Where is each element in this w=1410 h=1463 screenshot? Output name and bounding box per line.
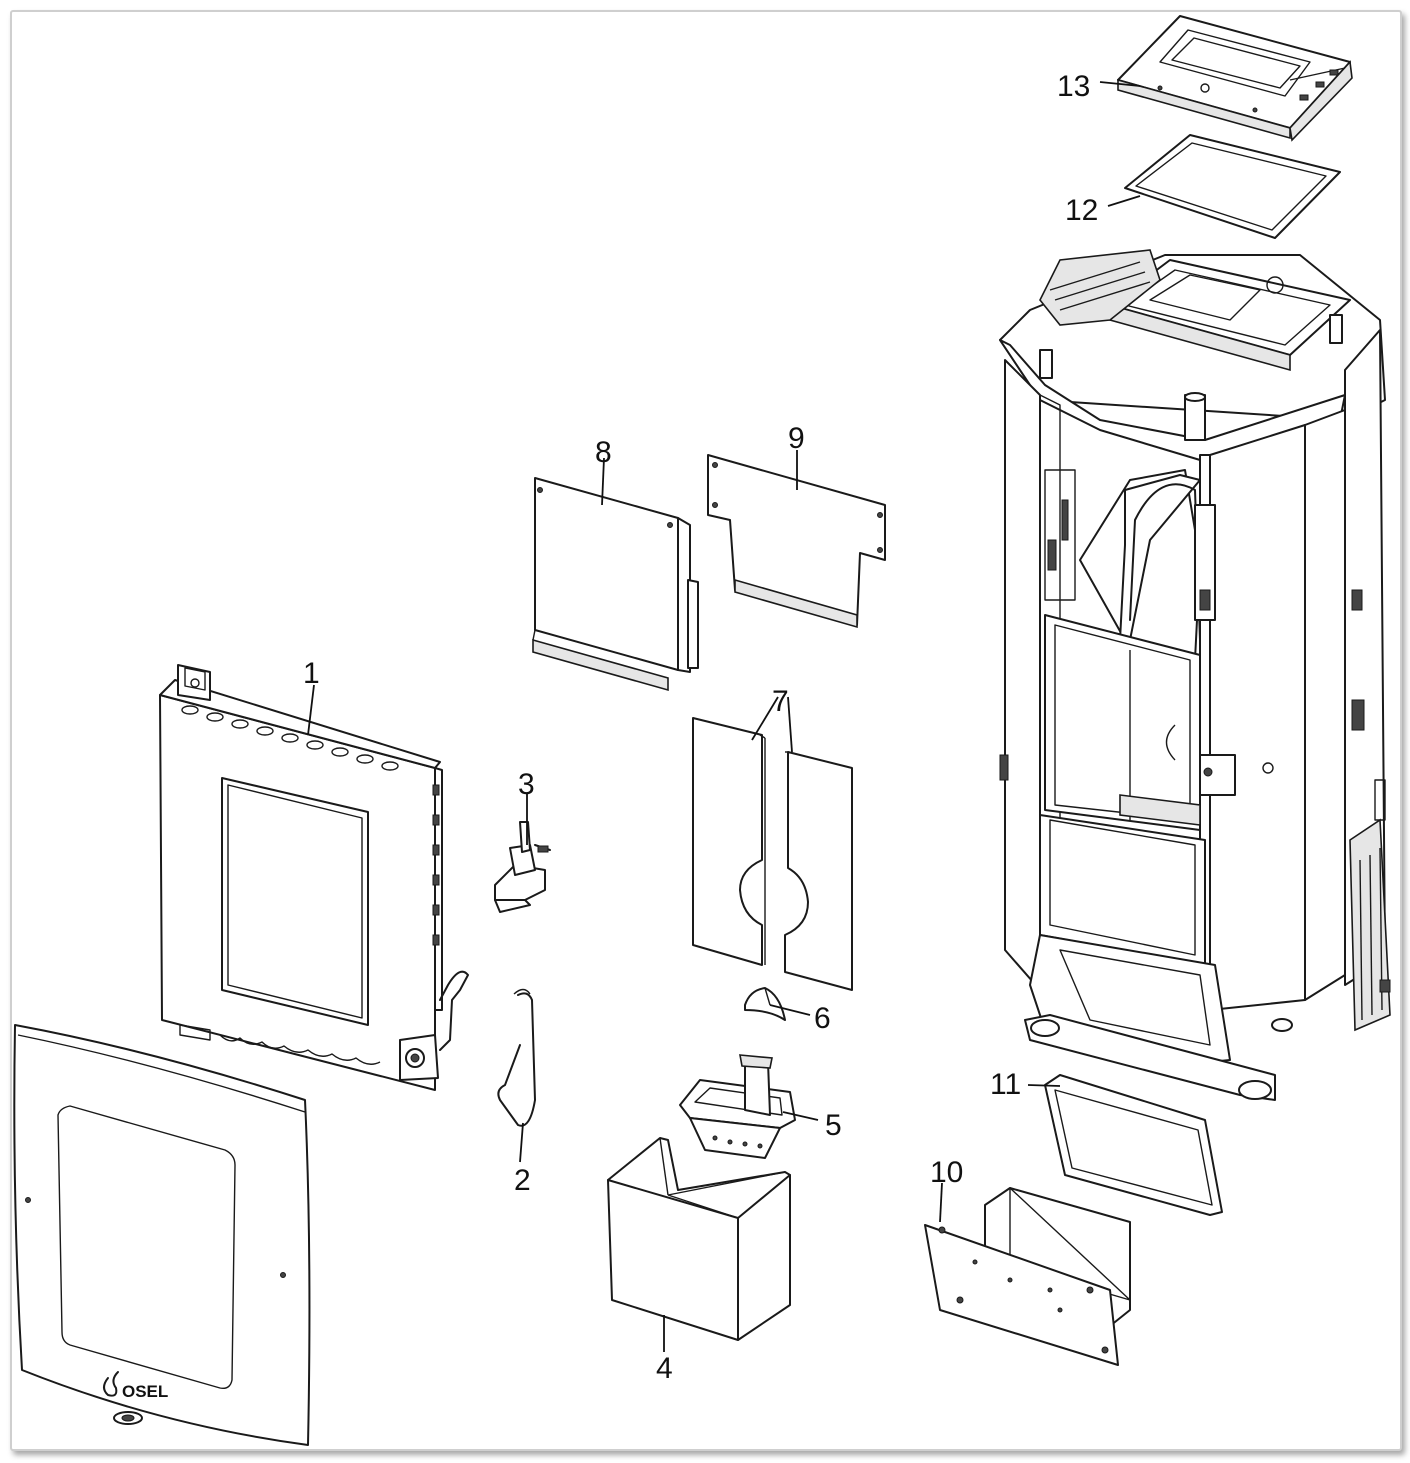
part-7-firebox-liners: [692, 717, 853, 991]
brand-logo: OSEL: [103, 1371, 168, 1401]
label-part-8: 8: [595, 436, 612, 469]
part-13-top-cover: [1117, 15, 1353, 142]
label-part-13: 13: [1057, 70, 1090, 103]
part-8-side-panel: [532, 477, 699, 692]
label-part-7: 7: [772, 685, 789, 718]
part-10-ash-drawer: [924, 1187, 1131, 1366]
brand-logo-text: OSEL: [122, 1382, 168, 1401]
part-9-rear-panel: [707, 454, 886, 629]
outer-front-door: OSEL: [13, 1024, 311, 1446]
label-part-6: 6: [814, 1002, 831, 1035]
part-1-door-frame: [159, 664, 469, 1091]
label-part-9: 9: [788, 422, 805, 455]
label-part-2: 2: [514, 1164, 531, 1197]
label-part-4: 4: [656, 1352, 673, 1385]
label-part-5: 5: [825, 1109, 842, 1142]
label-part-12: 12: [1065, 194, 1098, 227]
label-part-10: 10: [930, 1156, 963, 1189]
label-part-1: 1: [303, 657, 320, 690]
leader-lines: [307, 81, 1141, 1352]
part-2-hook-rod: [497, 988, 536, 1127]
stove-body-frame: [999, 249, 1391, 1101]
part-3-bracket: [494, 821, 551, 913]
label-part-3: 3: [518, 768, 535, 801]
part-6-deflector-clip: [744, 987, 786, 1021]
part-12-top-gasket: [1124, 134, 1341, 239]
part-4-box-enclosure: [607, 1137, 791, 1341]
label-part-11: 11: [990, 1068, 1021, 1101]
part-11-ash-pan-gasket: [1044, 1074, 1223, 1216]
part-5-burn-pot: [679, 1054, 796, 1159]
part-labels: 13 12 1 2 3 4 5 6 7 8 9 10 11: [303, 70, 1098, 1385]
